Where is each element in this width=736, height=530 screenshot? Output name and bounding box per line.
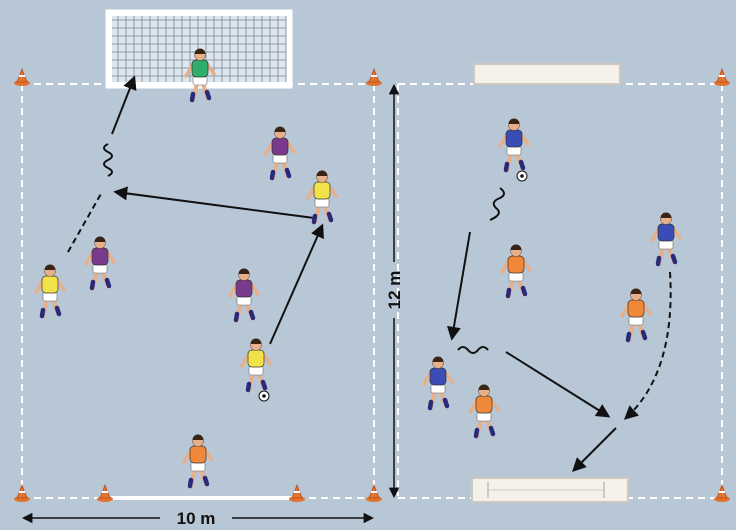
shot-arrow <box>111 75 137 135</box>
pass-arrow-left <box>269 223 324 345</box>
run-dashed-right <box>623 271 672 420</box>
drive-arrow <box>505 351 611 418</box>
soccer-ball-icon <box>516 170 528 182</box>
left-arrows <box>67 75 324 345</box>
training-cone-icon <box>366 67 382 86</box>
training-cone-icon <box>14 67 30 86</box>
soccer-ball-icon <box>258 390 270 402</box>
player-purple-team-1 <box>264 126 296 181</box>
training-cone-icon <box>97 483 113 502</box>
training-cone-icon <box>366 483 382 502</box>
player-orange-team-7 <box>182 434 214 489</box>
right-top-goal <box>473 63 621 85</box>
cones-group <box>14 67 730 502</box>
length-label: 12 m <box>385 271 404 310</box>
width-dimension: 10 m <box>21 509 375 528</box>
pass-arrow-right <box>446 231 471 341</box>
training-cone-icon <box>289 483 305 502</box>
player-orange-team-11 <box>620 288 652 343</box>
player-orange-team-13 <box>468 384 500 439</box>
player-purple-team-5 <box>228 268 260 323</box>
length-dimension: 12 m <box>385 83 404 499</box>
players-group <box>34 48 682 489</box>
player-blue-team-8 <box>498 118 530 173</box>
player-orange-team-9 <box>500 244 532 299</box>
run-dashed-left <box>67 191 103 253</box>
training-cone-icon <box>714 483 730 502</box>
dribble-squiggle-top <box>489 187 505 221</box>
player-yellow-team-4 <box>34 264 66 319</box>
cross-pass-arrow <box>113 186 315 219</box>
left-field-boundary <box>21 83 375 499</box>
dribble-squiggle-bottom <box>457 346 489 354</box>
player-goalkeeper-green-0 <box>184 48 216 103</box>
width-label: 10 m <box>177 509 216 528</box>
player-blue-team-12 <box>422 356 454 411</box>
right-arrows <box>446 187 672 472</box>
dribble-squiggle-left <box>103 143 113 177</box>
training-cone-icon <box>714 67 730 86</box>
player-purple-team-3 <box>84 236 116 291</box>
player-yellow-team-6 <box>240 338 272 393</box>
finish-arrow <box>572 427 617 472</box>
player-yellow-team-2 <box>306 170 338 225</box>
player-blue-team-10 <box>650 212 682 267</box>
training-cone-icon <box>14 483 30 502</box>
right-bottom-goal <box>471 477 629 503</box>
